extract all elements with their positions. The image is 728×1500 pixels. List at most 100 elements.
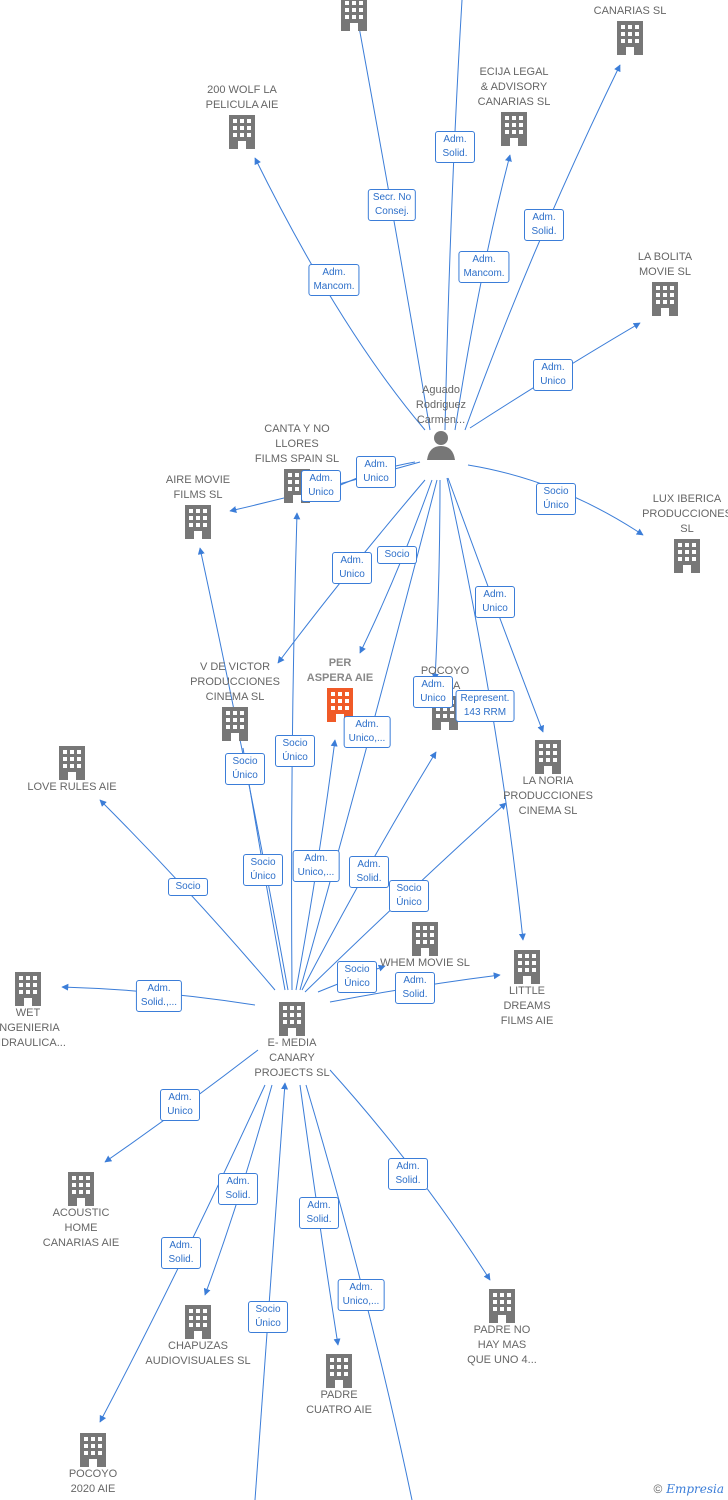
edge-label[interactable]: Socio Único: [275, 735, 315, 767]
node-label: ACOUSTIC HOME CANARIAS AIE: [42, 1207, 120, 1249]
node-canta[interactable]: CANTA Y NO LLORES FILMS SPAIN SL: [232, 422, 362, 503]
node-victor[interactable]: V DE VICTOR PRODUCCIONES CINEMA SL: [170, 660, 300, 741]
edge-label[interactable]: Adm. Solid.: [299, 1197, 339, 1229]
node-label: V DE VICTOR PRODUCCIONES CINEMA SL: [190, 661, 280, 703]
node-aire[interactable]: AIRE MOVIE FILMS SL: [133, 473, 263, 539]
edge-aguado-pocoyo: [431, 479, 441, 681]
node-padre-no[interactable]: PADRE NO HAY MAS QUE UNO 4...: [437, 1287, 567, 1368]
node-acoustic[interactable]: ACOUSTIC HOME CANARIAS AIE: [16, 1170, 146, 1251]
edge-label[interactable]: Adm. Solid.,...: [135, 980, 183, 1012]
edge-label[interactable]: Adm. Mancom.: [458, 251, 510, 283]
edge-label[interactable]: Adm. Unico: [413, 676, 453, 708]
edge-label[interactable]: Socio: [377, 546, 417, 564]
edge-label[interactable]: Adm. Solid.: [349, 856, 389, 888]
node-emedia[interactable]: E- MEDIA CANARY PROJECTS SL: [227, 1000, 357, 1081]
node-padre-cuatro[interactable]: PADRE CUATRO AIE: [274, 1352, 404, 1418]
node-label: ECIJA LEGAL & ADVISORY CANARIAS SL: [477, 66, 551, 108]
node-pocoyo-2020[interactable]: POCOYO 2020 AIE: [28, 1431, 158, 1497]
edge-label[interactable]: Adm. Unico,...: [343, 716, 391, 748]
building-icon: [622, 539, 728, 573]
edge-label[interactable]: Socio Único: [389, 880, 429, 912]
node-wet[interactable]: WET INGENIERIA HIDRAULICA...: [0, 970, 93, 1051]
node-label: POCOYO 2020 AIE: [68, 1468, 118, 1495]
node-la-noria[interactable]: LA NORIA PRODUCCIONES CINEMA SL: [483, 738, 613, 819]
edge-label[interactable]: Socio Único: [248, 1301, 288, 1333]
building-icon: [565, 21, 695, 55]
copyright-symbol: ©: [653, 1482, 663, 1496]
node-la-bolita[interactable]: LA BOLITA MOVIE SL: [600, 250, 728, 316]
node-aguado[interactable]: Aguado Rodriguez Carmen...: [376, 383, 506, 460]
node-label: WHEM MOVIE SL: [380, 957, 470, 969]
node-label: LITTLE DREAMS FILMS AIE: [500, 985, 554, 1027]
node-chapuzas[interactable]: CHAPUZAS AUDIOVISUALES SL: [133, 1303, 263, 1369]
building-icon: [170, 707, 300, 741]
building-icon: [133, 505, 263, 539]
node-label: AIRE MOVIE FILMS SL: [165, 474, 231, 501]
node-label: CANTA Y NO LLORES FILMS SPAIN SL: [254, 423, 340, 465]
brand-name: Empresia: [666, 1482, 724, 1496]
edge-label[interactable]: Adm. Solid.: [395, 972, 435, 1004]
edge-label[interactable]: Adm. Solid.: [435, 131, 475, 163]
building-icon: [133, 1305, 263, 1339]
edge-label[interactable]: Adm. Unico,...: [292, 850, 340, 882]
node-label: LA BOLITA MOVIE SL: [637, 251, 693, 278]
node-label: LUX IBERICA PRODUCCIONES SL: [642, 493, 728, 535]
brand-logo: © Empresia: [654, 1482, 724, 1496]
node-little-dreams[interactable]: LITTLE DREAMS FILMS AIE: [462, 948, 592, 1029]
edge-label[interactable]: Adm. Unico,...: [337, 1279, 385, 1311]
edge-label[interactable]: Adm. Unico: [475, 586, 515, 618]
edge-label[interactable]: Socio Único: [243, 854, 283, 886]
edge-label[interactable]: Secr. No Consej.: [367, 189, 417, 221]
edge-label[interactable]: Adm. Unico: [533, 359, 573, 391]
node-label: Aguado Rodriguez Carmen...: [415, 384, 467, 426]
building-icon: [227, 1002, 357, 1036]
building-icon: [28, 1433, 158, 1467]
node-wolf[interactable]: 200 WOLF LA PELICULA AIE: [177, 83, 307, 149]
edge-aguado-topline: [444, 0, 463, 431]
edge-label[interactable]: Socio Único: [536, 483, 576, 515]
edge-label[interactable]: Adm. Solid.: [218, 1173, 258, 1205]
edge-label[interactable]: Adm. Solid.: [388, 1158, 428, 1190]
building-icon: [483, 740, 613, 774]
building-icon: [16, 1172, 146, 1206]
building-icon: [274, 1354, 404, 1388]
node-label: PER ASPERA AIE: [306, 657, 374, 684]
node-label: E- MEDIA CANARY PROJECTS SL: [254, 1037, 330, 1079]
edge-label[interactable]: Socio Único: [337, 961, 377, 993]
edge-label[interactable]: Adm. Mancom.: [308, 264, 360, 296]
edge-bottom-emedia: [254, 1082, 289, 1500]
building-icon: [289, 0, 419, 31]
node-label: LA NORIA PRODUCCIONES CINEMA SL: [503, 775, 593, 817]
building-icon: [177, 115, 307, 149]
node-label: WET INGENIERIA HIDRAULICA...: [0, 1007, 66, 1049]
building-icon: [600, 282, 728, 316]
edge-label[interactable]: Represent. 143 RRM: [455, 690, 515, 722]
node-whem[interactable]: WHEM MOVIE SL: [360, 920, 490, 971]
node-love-rules[interactable]: LOVE RULES AIE: [7, 744, 137, 795]
edge-label[interactable]: Socio Único: [225, 753, 265, 785]
edge-label[interactable]: Adm. Unico: [301, 470, 341, 502]
node-canarias-sl[interactable]: CANARIAS SL: [565, 4, 695, 55]
edge-aguado-wolf: [254, 157, 426, 431]
edge-aguado-canarias: [464, 64, 621, 431]
edge-label[interactable]: Adm. Unico: [160, 1089, 200, 1121]
edge-label[interactable]: Adm. Solid.: [524, 209, 564, 241]
edge-label[interactable]: Socio: [168, 878, 208, 896]
building-icon: [437, 1289, 567, 1323]
building-icon: [7, 746, 137, 780]
edge-label[interactable]: Adm. Unico: [332, 552, 372, 584]
edge-label[interactable]: Adm. Solid.: [161, 1237, 201, 1269]
person-icon: [376, 430, 506, 460]
node-ecija[interactable]: ECIJA LEGAL & ADVISORY CANARIAS SL: [449, 65, 579, 146]
node-label: PADRE CUATRO AIE: [306, 1389, 372, 1416]
node-label: CANARIAS SL: [593, 5, 667, 17]
node-label: CHAPUZAS AUDIOVISUALES SL: [145, 1340, 251, 1367]
building-icon: [0, 972, 93, 1006]
edge-label[interactable]: Adm. Unico: [356, 456, 396, 488]
node-label: PADRE NO HAY MAS QUE UNO 4...: [467, 1324, 537, 1366]
node-label: LOVE RULES AIE: [27, 781, 117, 793]
building-icon: [462, 950, 592, 984]
building-icon: [360, 922, 490, 956]
node-top-building[interactable]: [289, 0, 419, 31]
node-lux[interactable]: LUX IBERICA PRODUCCIONES SL: [622, 492, 728, 573]
